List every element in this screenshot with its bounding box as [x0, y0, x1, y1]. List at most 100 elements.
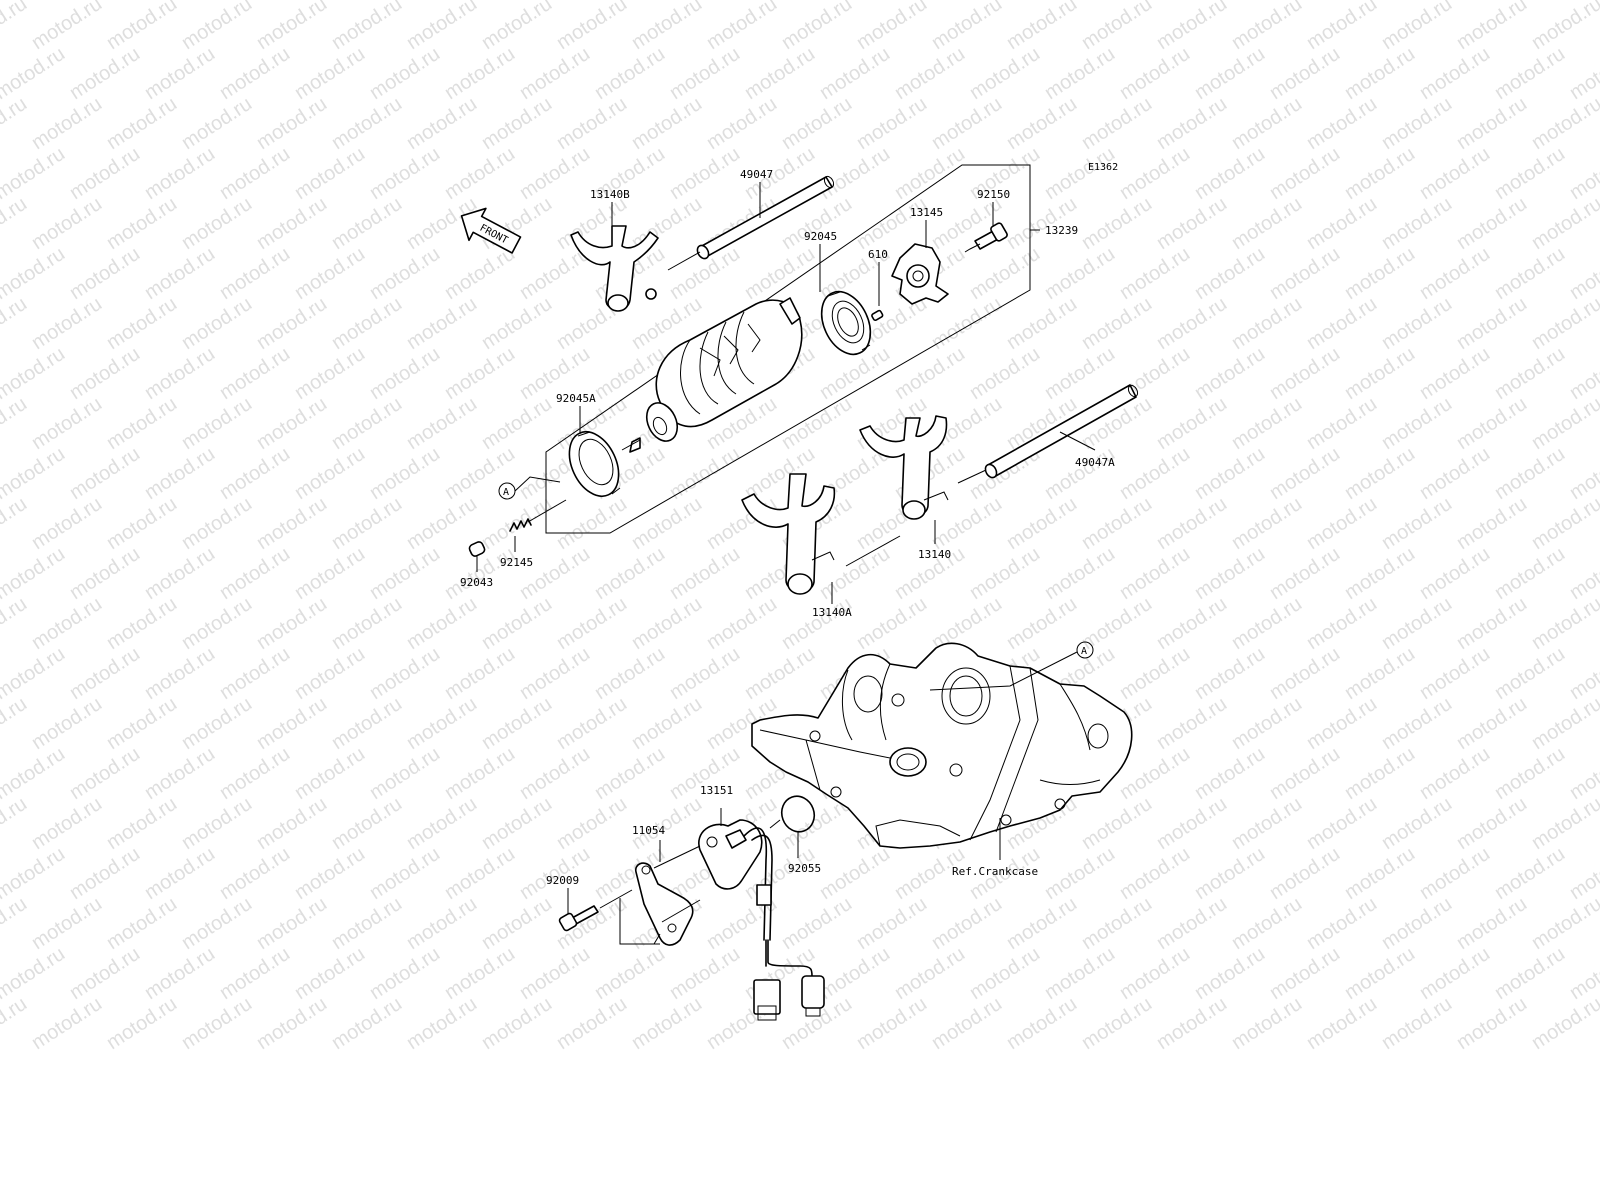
watermark-text: motod.ru	[178, 0, 256, 54]
diagram-code: E1362	[1088, 162, 1118, 173]
watermark-text: motod.ru	[403, 593, 481, 654]
watermark-text: motod.ru	[178, 793, 256, 854]
watermark-text: motod.ru	[778, 893, 856, 954]
watermark-text: motod.ru	[366, 243, 444, 304]
watermark-text: motod.ru	[1191, 343, 1269, 404]
watermark-text: motod.ru	[216, 743, 294, 804]
watermark-text: motod.ru	[1491, 943, 1569, 1004]
watermark-text: motod.ru	[1416, 643, 1494, 704]
watermark-text: motod.ru	[1153, 493, 1231, 554]
watermark-text: motod.ru	[1228, 393, 1306, 454]
watermark-text: motod.ru	[328, 393, 406, 454]
watermark-text: motod.ru	[778, 93, 856, 154]
watermark-text: motod.ru	[1341, 143, 1419, 204]
watermark-text: motod.ru	[478, 693, 556, 754]
watermark-text: motod.ru	[0, 343, 69, 404]
gear-position-sensor	[698, 819, 825, 1021]
watermark-text: motod.ru	[441, 743, 519, 804]
watermark-text: motod.ru	[253, 193, 331, 254]
watermark-text: motod.ru	[328, 193, 406, 254]
watermark-text: motod.ru	[0, 693, 31, 754]
watermark-text: motod.ru	[328, 893, 406, 954]
watermark-text: motod.ru	[1528, 693, 1600, 754]
watermark-text: motod.ru	[291, 843, 369, 904]
watermark-text: motod.ru	[1528, 893, 1600, 954]
watermark-text: motod.ru	[141, 43, 219, 104]
watermark-text: motod.ru	[966, 543, 1044, 604]
watermark-text: motod.ru	[591, 43, 669, 104]
watermark-text: motod.ru	[366, 43, 444, 104]
part-label-49047: 49047	[740, 168, 773, 181]
watermark-text: motod.ru	[1528, 393, 1600, 454]
watermark-text: motod.ru	[778, 593, 856, 654]
watermark-text: motod.ru	[1528, 0, 1600, 54]
watermark-text: motod.ru	[253, 793, 331, 854]
watermark-text: motod.ru	[1378, 393, 1456, 454]
watermark-text: motod.ru	[28, 193, 106, 254]
watermark-text: motod.ru	[0, 143, 69, 204]
pin-610	[871, 309, 884, 322]
watermark-text: motod.ru	[178, 693, 256, 754]
watermark-text: motod.ru	[1191, 143, 1269, 204]
watermark-text: motod.ru	[216, 643, 294, 704]
drum-pin-plate	[891, 243, 949, 305]
watermark-text: motod.ru	[1153, 793, 1231, 854]
watermark-text: motod.ru	[1041, 543, 1119, 604]
crankcase	[751, 642, 1133, 849]
watermark-text: motod.ru	[328, 693, 406, 754]
watermark-text: motod.ru	[1228, 193, 1306, 254]
spring-92145	[509, 499, 567, 532]
watermark-text: motod.ru	[1078, 793, 1156, 854]
watermark-text: motod.ru	[403, 293, 481, 354]
watermark-text: motod.ru	[1453, 893, 1531, 954]
watermark-text: motod.ru	[441, 643, 519, 704]
watermark-text: motod.ru	[1378, 493, 1456, 554]
watermark-text: motod.ru	[1003, 0, 1081, 54]
watermark-text: motod.ru	[1303, 793, 1381, 854]
watermark-text: motod.ru	[1303, 993, 1381, 1054]
watermark-text: motod.ru	[103, 93, 181, 154]
watermark-text: motod.ru	[1228, 793, 1306, 854]
watermark-text: motod.ru	[1191, 943, 1269, 1004]
watermark-text: motod.ru	[441, 243, 519, 304]
watermark-text: motod.ru	[103, 793, 181, 854]
watermark-text: motod.ru	[1303, 0, 1381, 54]
watermark-text: motod.ru	[1416, 143, 1494, 204]
watermark-text: motod.ru	[928, 93, 1006, 154]
shift-rod-upper	[696, 175, 835, 260]
watermark-text: motod.ru	[778, 0, 856, 54]
watermark-text: motod.ru	[1528, 493, 1600, 554]
watermark-text: motod.ru	[141, 843, 219, 904]
watermark-text: motod.ru	[666, 943, 744, 1004]
watermark-text: motod.ru	[253, 0, 331, 54]
watermark-text: motod.ru	[553, 693, 631, 754]
watermark-text: motod.ru	[28, 893, 106, 954]
watermark-text: motod.ru	[1303, 193, 1381, 254]
watermark-text: motod.ru	[1378, 593, 1456, 654]
watermark-text: motod.ru	[178, 893, 256, 954]
watermark-text: motod.ru	[1528, 93, 1600, 154]
watermark-text: motod.ru	[1378, 893, 1456, 954]
watermark-text: motod.ru	[1303, 93, 1381, 154]
watermark-text: motod.ru	[478, 293, 556, 354]
part-label-610: 610	[868, 248, 888, 261]
watermark-text: motod.ru	[66, 343, 144, 404]
watermark-text: motod.ru	[1453, 93, 1531, 154]
watermark-text: motod.ru	[403, 493, 481, 554]
bracket-11054	[634, 862, 694, 946]
watermark-text: motod.ru	[1416, 243, 1494, 304]
watermark-text: motod.ru	[66, 43, 144, 104]
watermark-text: motod.ru	[28, 593, 106, 654]
watermark-text: motod.ru	[216, 43, 294, 104]
watermark-text: motod.ru	[141, 143, 219, 204]
watermark-text: motod.ru	[141, 443, 219, 504]
front-arrow-icon: FRONT	[460, 207, 522, 254]
watermark-text: motod.ru	[0, 643, 69, 704]
watermark-text: motod.ru	[1153, 93, 1231, 154]
watermark-text: motod.ru	[1003, 93, 1081, 154]
watermark-text: motod.ru	[928, 0, 1006, 54]
watermark-text: motod.ru	[1153, 893, 1231, 954]
oring-92055	[780, 795, 816, 833]
watermark-text: motod.ru	[253, 693, 331, 754]
watermark-text: motod.ru	[853, 993, 931, 1054]
